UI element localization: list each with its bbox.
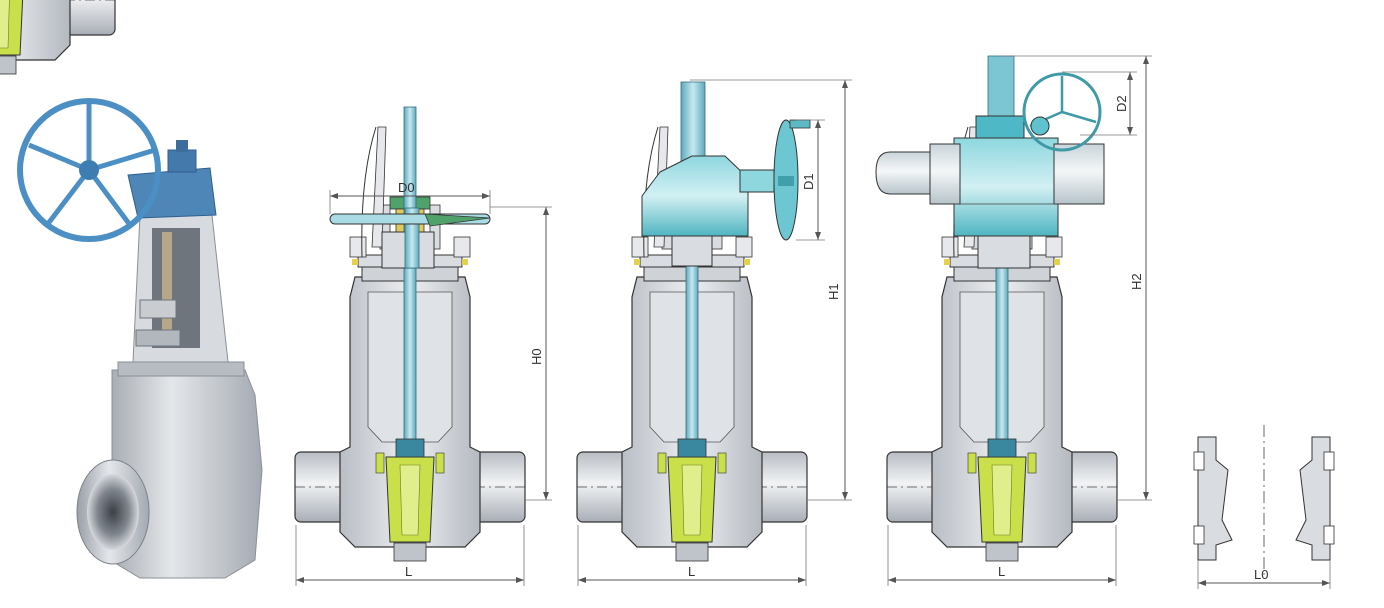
dimension-d1: D1 [796,119,825,241]
l0-label: L0 [1254,567,1268,582]
dimension-h1: H1 [690,79,852,501]
h0-label: H0 [529,348,544,365]
dimension-l-manual: L [295,525,525,586]
dimension-l-gear: L [577,525,807,586]
dimension-l0: L0 [1197,560,1331,589]
dimension-h2: H2 [1002,55,1152,501]
d1-label: D1 [801,173,816,190]
l-electric-label: L [998,564,1005,579]
gear-operated-gate-valve [576,81,811,562]
dimension-d2: D2 [1062,71,1137,136]
h1-label: H1 [826,283,841,300]
electric-gate-valve [875,55,1118,562]
gear-operator-icon [641,81,811,267]
valve-section-template [0,0,116,75]
gate-valve-photo-icon [17,98,263,579]
l-gear-label: L [688,564,695,579]
dimension-d0: D0 [329,180,491,214]
d2-label: D2 [1114,95,1129,112]
weld-end-detail [1193,425,1335,575]
h2-label: H2 [1129,273,1144,290]
dimension-h0: H0 [490,206,552,501]
l-manual-label: L [405,564,412,579]
electric-actuator-icon [875,55,1105,269]
manual-gate-valve [294,106,526,562]
handwheel-icon [329,207,491,269]
d0-label: D0 [398,180,415,195]
dimension-l-electric: L [887,525,1117,586]
